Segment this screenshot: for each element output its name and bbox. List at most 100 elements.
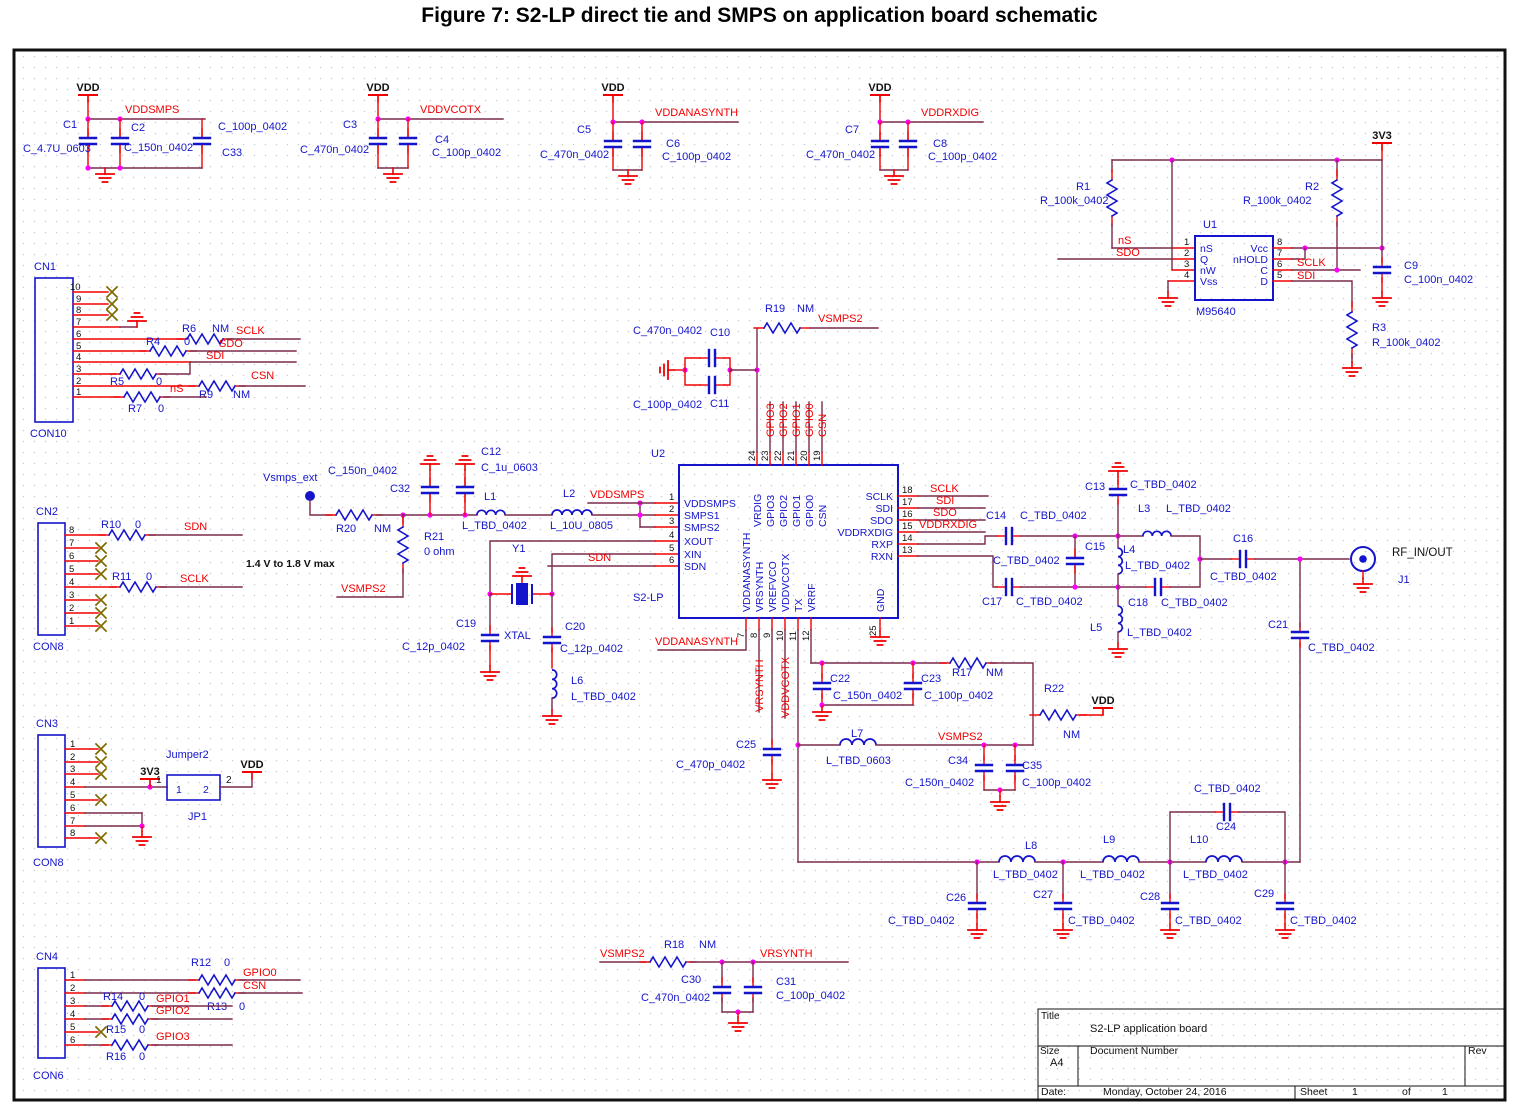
label-sdo: SDO xyxy=(870,515,893,527)
label-gpio3: GPIO3 xyxy=(765,495,777,527)
label-c-470n-0402: C_470n_0402 xyxy=(806,149,875,161)
label-c-tbd-0402: C_TBD_0402 xyxy=(993,555,1060,567)
label-3: 3 xyxy=(1184,259,1189,270)
label-d: D xyxy=(1260,276,1268,288)
no-connect-x xyxy=(94,742,108,756)
label-0: 0 xyxy=(158,403,164,415)
label-sclk: SCLK xyxy=(866,491,893,503)
resistor xyxy=(197,986,237,1000)
label-c-100p-0402: C_100p_0402 xyxy=(924,690,993,702)
power-label-vdd: VDD xyxy=(868,82,891,94)
label-r5: R5 xyxy=(110,376,124,388)
label-jp1: JP1 xyxy=(188,811,207,823)
inductor xyxy=(1205,855,1243,863)
resistor xyxy=(1345,310,1359,350)
net-label-sdi: SDI xyxy=(1297,270,1315,282)
label-nm: NM xyxy=(374,523,391,535)
label-8: 8 xyxy=(70,828,75,839)
net-label-gpio3: GPIO3 xyxy=(156,1031,190,1043)
label-c-150n-0402: C_150n_0402 xyxy=(124,142,193,154)
label-r13: R13 xyxy=(207,1001,227,1013)
label-r4: R4 xyxy=(146,336,160,348)
wire-stub xyxy=(723,357,731,371)
label-0: 0 xyxy=(139,991,145,1003)
label-0-ohm: 0 ohm xyxy=(424,546,455,558)
label-c23: C23 xyxy=(921,673,941,685)
capacitor-gap xyxy=(79,138,97,144)
wire xyxy=(1238,811,1286,863)
capacitor-gap xyxy=(1224,803,1230,821)
label-r14: R14 xyxy=(103,991,123,1003)
label-c27: C27 xyxy=(1033,889,1053,901)
label-c-100p-0402: C_100p_0402 xyxy=(928,151,997,163)
label-2: 2 xyxy=(76,376,81,387)
label-gpio1: GPIO1 xyxy=(791,495,803,527)
label-25: 25 xyxy=(868,625,879,636)
net-label-vsmps2: VSMPS2 xyxy=(341,583,386,595)
net-label-gpio0: GPIO0 xyxy=(243,967,277,979)
label-0: 0 xyxy=(184,336,190,348)
label-7: 7 xyxy=(69,538,74,549)
no-connect-x xyxy=(94,554,108,568)
label-16: 16 xyxy=(902,509,913,520)
label-c6: C6 xyxy=(666,138,680,150)
resistor xyxy=(1105,178,1119,218)
label-9: 9 xyxy=(762,633,773,638)
label-gpio0: GPIO0 xyxy=(804,495,816,527)
label-7: 7 xyxy=(736,633,747,638)
resistor xyxy=(948,656,988,670)
label-l9: L9 xyxy=(1103,834,1115,846)
capacitor-gap xyxy=(1006,765,1024,771)
label-c-12p-0402: C_12p_0402 xyxy=(402,641,465,653)
power-label-vdd: VDD xyxy=(240,759,263,771)
capacitor-gap xyxy=(421,487,439,493)
resistor xyxy=(118,580,158,594)
label-l2: L2 xyxy=(563,488,575,500)
net-label-vddvcotx: VDDVCOTX xyxy=(420,104,482,116)
net-label-sdn: SDN xyxy=(184,521,207,533)
label-csn: CSN xyxy=(817,505,829,527)
resistor xyxy=(122,390,162,404)
label-r-100k-0402: R_100k_0402 xyxy=(1372,337,1441,349)
power-label-vdd: VDD xyxy=(601,82,624,94)
label-15: 15 xyxy=(902,521,913,532)
capacitor-gap xyxy=(1109,489,1127,495)
label-4: 4 xyxy=(69,577,74,588)
label-8: 8 xyxy=(749,633,760,638)
power-label-vdd: VDD xyxy=(366,82,389,94)
label-7: 7 xyxy=(1277,248,1282,259)
label-r9: R9 xyxy=(199,389,213,401)
label-monday-october-24-2016: Monday, October 24, 2016 xyxy=(1103,1086,1227,1098)
label-vcc: Vcc xyxy=(1250,243,1268,255)
resistor xyxy=(107,528,147,542)
label-vddvcotx: VDDVCOTX xyxy=(780,554,792,612)
power-label-vdd: VDD xyxy=(1091,695,1114,707)
label-con8: CON8 xyxy=(33,857,64,869)
label-sdi: SDI xyxy=(875,503,893,515)
capacitor-gap xyxy=(193,138,211,144)
inductor xyxy=(1117,547,1124,575)
net-label-sdo: SDO xyxy=(1116,247,1140,259)
net-label-csn: CSN xyxy=(817,414,829,437)
label-7: 7 xyxy=(76,317,81,328)
label-c9: C9 xyxy=(1404,260,1418,272)
resistor xyxy=(185,332,225,346)
label-8: 8 xyxy=(69,525,74,536)
capacitor-gap xyxy=(1006,578,1012,596)
label-cn4: CN4 xyxy=(36,951,58,963)
label-6: 6 xyxy=(76,329,81,340)
label-l5: L5 xyxy=(1090,622,1102,634)
label-c17: C17 xyxy=(982,596,1002,608)
junction-dot xyxy=(1334,267,1340,273)
label-of: of xyxy=(1402,1086,1411,1098)
capacitor-gap xyxy=(871,141,889,147)
resistor xyxy=(1038,708,1078,722)
resistor xyxy=(148,344,188,358)
label-c19: C19 xyxy=(456,618,476,630)
label-gpio2: GPIO2 xyxy=(778,495,790,527)
label-2: 2 xyxy=(1184,248,1189,259)
label-l4: L4 xyxy=(1123,544,1135,556)
resistor xyxy=(396,525,410,565)
label-1: 1 xyxy=(69,616,74,627)
